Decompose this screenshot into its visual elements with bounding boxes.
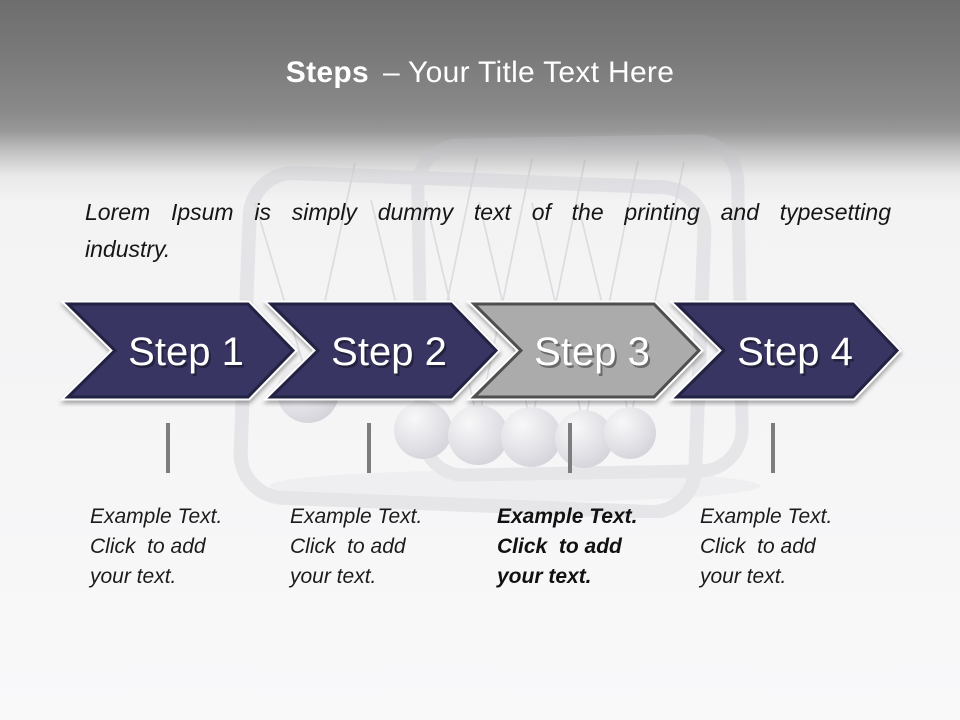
slide-header: Steps – Your Title Text Here <box>0 0 960 200</box>
description-line: your text. <box>497 565 592 588</box>
cradle-ball <box>394 401 452 459</box>
description-line: your text. <box>700 565 787 588</box>
description-line: Click to add <box>700 535 816 558</box>
title-rest: – Your Title Text Here <box>382 56 675 89</box>
intro-line-2: industry. <box>85 236 171 262</box>
description-line: your text. <box>290 565 377 588</box>
step-label-shadow: Step 1 <box>130 333 246 377</box>
steps-process-diagram: Step 1 Step 1 Step 2 Step 2 Step 3 Step … <box>59 300 902 401</box>
step-description-1: Example Text. Click to add your text. <box>90 502 290 592</box>
step-connector-line-2 <box>367 423 371 473</box>
cradle-ball <box>448 405 508 465</box>
description-line: your text. <box>90 565 177 588</box>
intro-line-1: Lorem Ipsum is simply dummy text of the … <box>85 199 891 225</box>
step-chevron-3-highlighted[interactable]: Step 3 Step 3 <box>465 300 704 401</box>
step-connector-line-1 <box>166 423 170 473</box>
step-description-4: Example Text. Click to add your text. <box>700 502 900 592</box>
cradle-ball <box>501 407 561 467</box>
description-line: Click to add <box>497 535 622 558</box>
step-label-shadow: Step 2 <box>333 333 449 377</box>
description-line: Example Text. <box>90 505 223 528</box>
step-label: Step 3 <box>534 330 650 374</box>
step-label: Step 1 <box>128 330 244 374</box>
step-description-3-highlighted: Example Text. Click to add your text. <box>497 502 697 592</box>
step-label: Step 4 <box>737 330 853 374</box>
step-description-2: Example Text. Click to add your text. <box>290 502 490 592</box>
step-chevron-1[interactable]: Step 1 Step 1 <box>59 300 298 401</box>
step-chevron-4[interactable]: Step 4 Step 4 <box>668 300 902 401</box>
step-label-shadow: Step 4 <box>739 333 855 377</box>
description-line: Example Text. <box>290 505 423 528</box>
step-connector-line-3 <box>568 423 572 473</box>
step-label-shadow: Step 3 <box>536 333 652 377</box>
floor-shadow <box>270 470 760 502</box>
description-line: Click to add <box>290 535 406 558</box>
page-title: Steps – Your Title Text Here <box>0 56 960 90</box>
description-line: Click to add <box>90 535 206 558</box>
intro-paragraph: Lorem Ipsum is simply dummy text of the … <box>85 194 891 268</box>
cradle-ball <box>604 407 656 459</box>
step-label: Step 2 <box>331 330 447 374</box>
cradle-ball <box>555 410 613 468</box>
step-chevron-2[interactable]: Step 2 Step 2 <box>262 300 501 401</box>
title-keyword: Steps <box>285 56 369 89</box>
description-line: Example Text. <box>700 505 833 528</box>
description-line: Example Text. <box>497 505 638 528</box>
step-connector-line-4 <box>771 423 775 473</box>
